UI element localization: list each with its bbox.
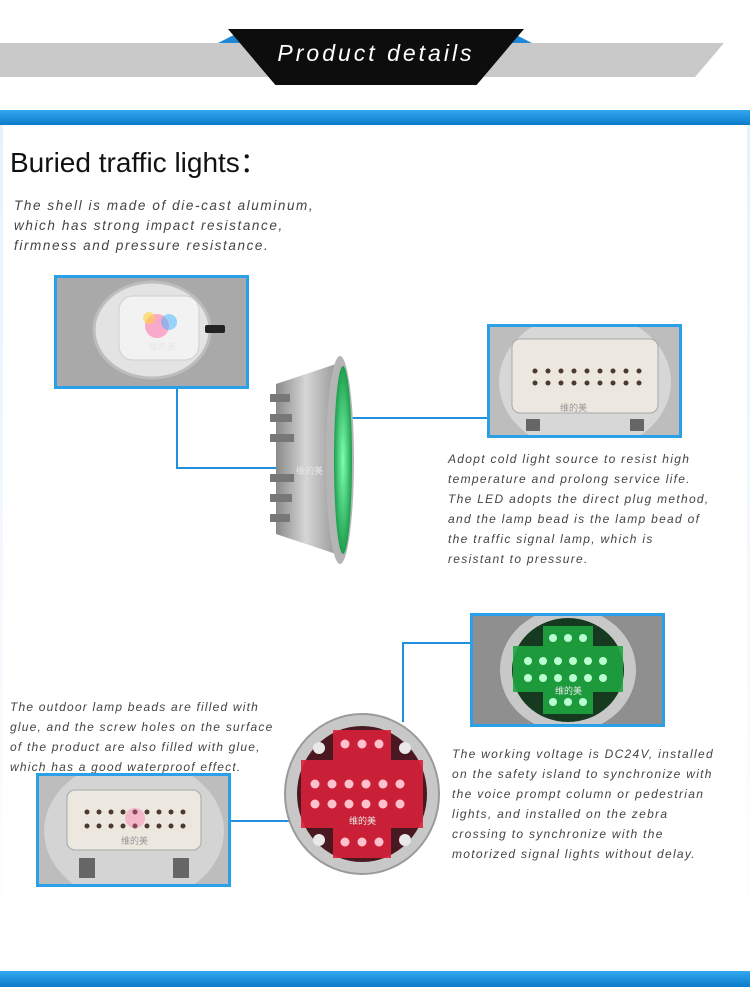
- section-title: Buried traffic lights：: [10, 147, 268, 178]
- red-lamp-image: 维的美: [283, 712, 441, 876]
- connector-line: [176, 467, 276, 469]
- connector-line: [345, 417, 488, 419]
- text-line: which has a good waterproof effect.: [10, 760, 242, 774]
- text-line: firmness and pressure resistance.: [14, 238, 270, 253]
- text-line: glue, and the screw holes on the surface: [10, 720, 274, 734]
- top-blue-band: [0, 110, 750, 125]
- lamp-side-image: 维的美: [266, 354, 358, 566]
- text-line: of the product are also filled with glue…: [10, 740, 261, 754]
- watermark-text: 维的美: [296, 465, 323, 476]
- frame-left: [0, 125, 3, 971]
- green-lamp-photo: 维的美: [470, 613, 665, 727]
- connector-line: [402, 642, 470, 644]
- watermark-text: 维的美: [149, 341, 176, 352]
- watermark-text: 维的美: [560, 402, 587, 413]
- bottom-blue-band: [0, 971, 750, 987]
- lamp-back-photo: 维的美: [54, 275, 249, 389]
- shell-description: The shell is made of die-cast aluminum, …: [14, 196, 374, 256]
- text-line: the traffic signal lamp, which is: [448, 532, 654, 546]
- header-title: Product details: [277, 40, 475, 66]
- lamp-front-detail-photo: 维的美: [487, 324, 682, 438]
- text-line: which has strong impact resistance,: [14, 218, 284, 233]
- text-line: The working voltage is DC24V, installed: [452, 747, 714, 761]
- text-line: The shell is made of die-cast aluminum,: [14, 198, 315, 213]
- voltage-description: The working voltage is DC24V, installed …: [452, 744, 748, 864]
- text-line: The outdoor lamp beads are filled with: [10, 700, 260, 714]
- lamp-glue-detail-photo: 维的美: [36, 773, 231, 887]
- frame-right: [747, 125, 750, 971]
- connector-line: [176, 387, 178, 469]
- connector-line: [229, 820, 297, 822]
- text-line: resistant to pressure.: [448, 552, 589, 566]
- text-line: motorized signal lights without delay.: [452, 847, 696, 861]
- glue-description: The outdoor lamp beads are filled with g…: [10, 697, 310, 777]
- header-black-banner: [228, 29, 524, 85]
- text-line: on the safety island to synchronize with: [452, 767, 713, 781]
- watermark-text: 维的美: [555, 685, 582, 696]
- text-line: lights, and installed on the zebra: [452, 807, 669, 821]
- watermark-text: 维的美: [349, 815, 376, 826]
- text-line: temperature and prolong service life.: [448, 472, 691, 486]
- led-description: Adopt cold light source to resist high t…: [448, 449, 748, 569]
- text-line: Adopt cold light source to resist high: [448, 452, 691, 466]
- text-line: the voice prompt column or pedestrian: [452, 787, 705, 801]
- text-line: crossing to synchronize with the: [452, 827, 664, 841]
- text-line: and the lamp bead is the lamp bead of: [448, 512, 701, 526]
- connector-line: [402, 642, 404, 722]
- text-line: The LED adopts the direct plug method,: [448, 492, 710, 506]
- watermark-text: 维的美: [121, 835, 148, 846]
